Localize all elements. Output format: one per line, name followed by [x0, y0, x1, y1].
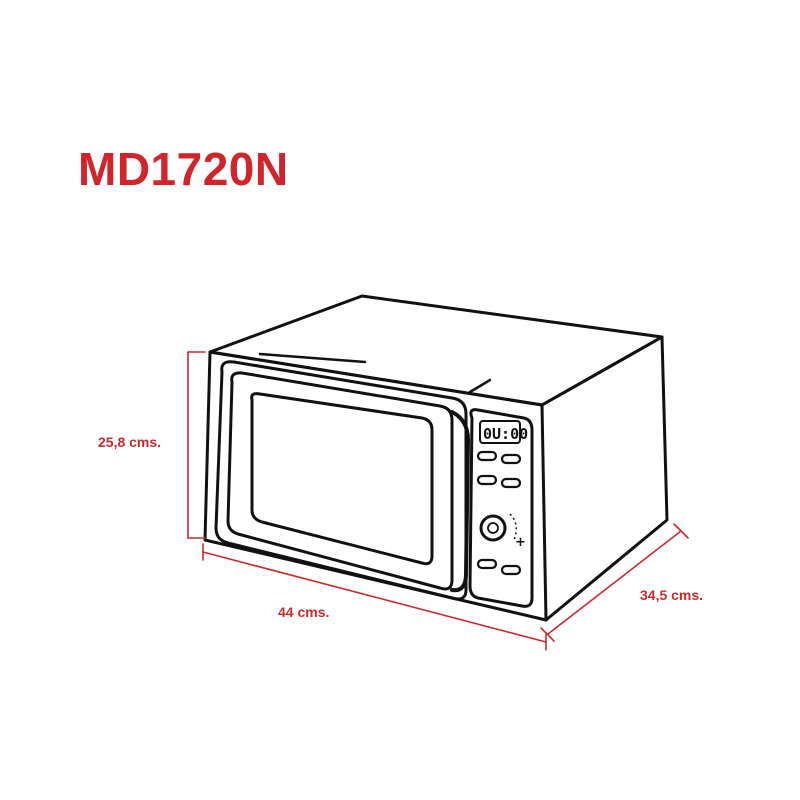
door-handle [450, 410, 470, 593]
display-screen [479, 420, 521, 444]
top-edge-accent [258, 352, 367, 364]
dimension-depth-label: 34,5 cms. [640, 587, 704, 603]
knob-plus-icon: + [515, 535, 526, 550]
dim-depth-tick-left [540, 627, 555, 642]
dim-width-line [202, 551, 547, 643]
microwave-side-panel [540, 335, 669, 622]
top-edge-accent-2 [468, 378, 492, 394]
control-button[interactable] [476, 474, 498, 486]
control-button[interactable] [500, 477, 522, 489]
dimension-width-label: 44 cms. [278, 604, 330, 620]
dimension-height-label: 25,8 cms. [98, 434, 162, 450]
dim-depth-line [547, 530, 682, 635]
door-window [250, 392, 434, 566]
microwave-front-panel [203, 350, 548, 622]
control-knob-inner [487, 522, 499, 534]
display-time: 0U:00 [483, 425, 528, 443]
dim-depth-tick-right [673, 523, 689, 539]
door-inner-frame [226, 371, 454, 591]
door-frame [214, 360, 468, 601]
knob-arc-icon [509, 513, 517, 541]
control-knob[interactable] [479, 514, 507, 542]
control-button[interactable] [500, 453, 522, 465]
control-button[interactable] [500, 564, 522, 576]
control-button[interactable] [476, 558, 498, 570]
control-panel [468, 408, 534, 608]
control-button[interactable] [476, 450, 498, 462]
model-title: MD1720N [78, 143, 289, 195]
